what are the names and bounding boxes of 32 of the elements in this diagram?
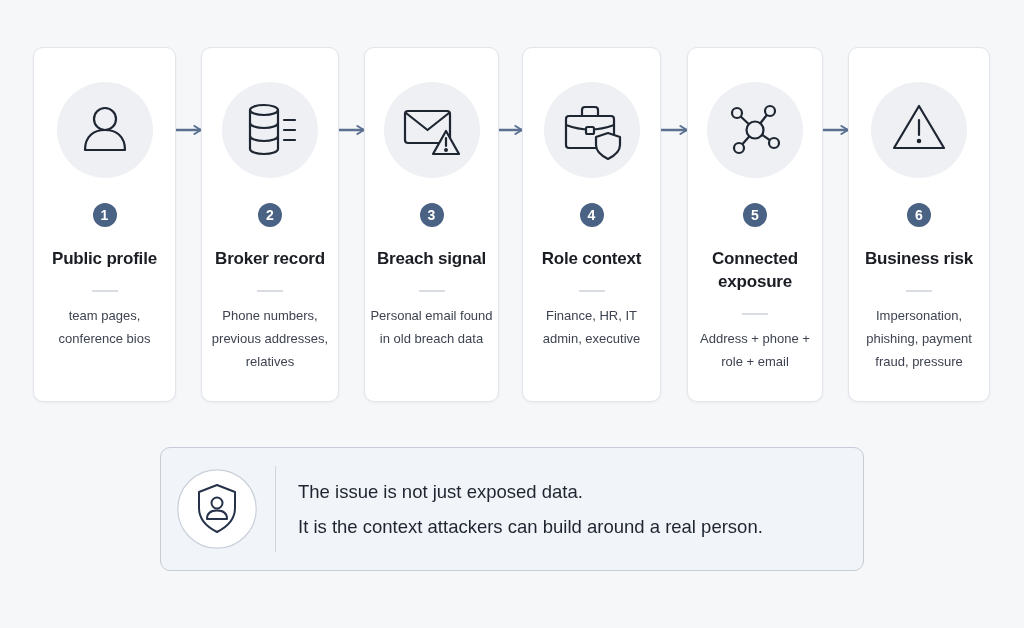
step-card — [522, 47, 661, 402]
step-card — [848, 47, 990, 402]
step-number: 4 — [579, 203, 604, 227]
step-card — [201, 47, 339, 402]
step-number: 3 — [419, 203, 444, 227]
step-description: Phone numbers, previous addresses, relatives — [210, 307, 330, 371]
step-card — [33, 47, 176, 402]
step-card — [364, 47, 499, 402]
note-text: The issue is not just exposed data. — [298, 480, 584, 504]
step-title: Connected exposure — [710, 248, 799, 293]
note-text: It is the context attackers can build around a real person. — [298, 515, 763, 539]
note-panel — [160, 447, 864, 571]
step-title: Breach signal — [377, 248, 486, 270]
step-description: Address + phone + role + email — [699, 330, 811, 371]
step-card — [687, 47, 823, 402]
arrow — [337, 125, 366, 135]
step-number: 5 — [743, 203, 767, 227]
step-title: Broker record — [215, 248, 325, 270]
step-description: team pages, conference bios — [57, 307, 152, 348]
step-number: 6 — [907, 203, 931, 227]
arrow — [821, 125, 850, 135]
step-number: 2 — [258, 203, 282, 227]
step-title: Role context — [541, 248, 642, 270]
step-number: 1 — [92, 203, 117, 227]
step-description: Personal email found in old breach data — [370, 307, 493, 348]
step-title: Business risk — [865, 248, 973, 270]
arrow — [497, 125, 524, 135]
step-description: Finance, HR, IT admin, executive — [541, 307, 642, 348]
step-description: Impersonation, phishing, payment fraud, pressure — [865, 307, 973, 371]
step-title: Public profile — [52, 248, 157, 270]
arrow — [174, 125, 203, 135]
arrow — [659, 125, 689, 135]
